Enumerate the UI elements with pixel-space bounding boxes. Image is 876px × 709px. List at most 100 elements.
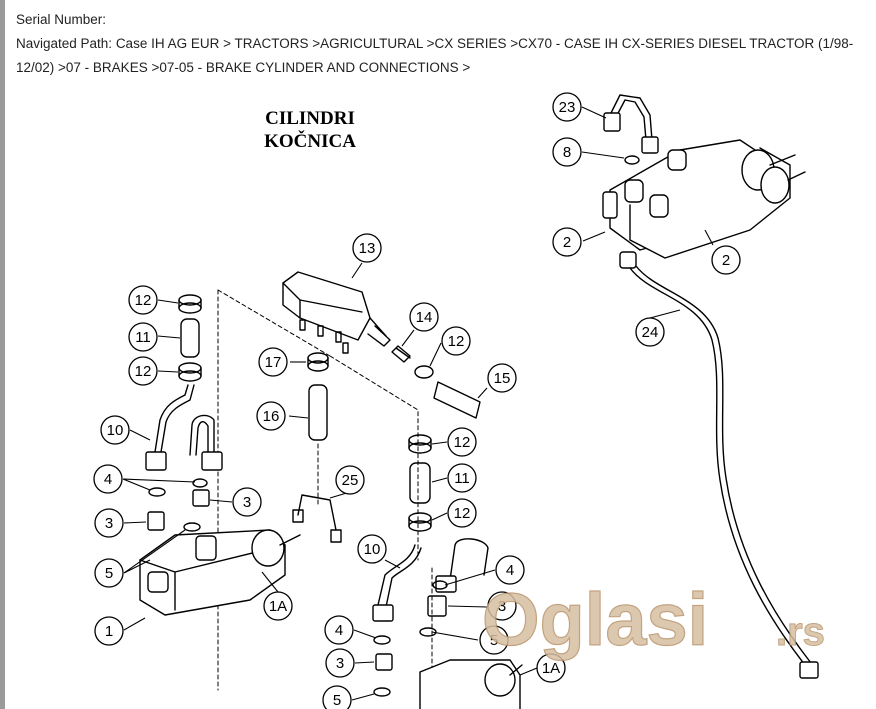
- callout-label: 4: [506, 562, 514, 579]
- callout-label: 12: [135, 292, 152, 309]
- callout-5: 5: [322, 685, 352, 709]
- lower-master-cylinder: [419, 659, 523, 709]
- callout-circle: [263, 591, 293, 621]
- callout-4: 4: [324, 615, 354, 645]
- callout-1: 1: [94, 616, 124, 646]
- callout-25: 25: [335, 465, 365, 495]
- callout-label: 13: [359, 240, 376, 257]
- callout-3: 3: [487, 591, 517, 621]
- callout-label: 11: [135, 329, 151, 346]
- callout-label: 16: [263, 408, 280, 425]
- callout-label: 2: [563, 234, 571, 251]
- callout-3: 3: [94, 508, 124, 538]
- callout-label: 10: [107, 422, 124, 439]
- callout-circle: [552, 137, 582, 167]
- callout-2: 2: [552, 227, 582, 257]
- callout-15: 15: [487, 363, 517, 393]
- callout-16: 16: [256, 401, 286, 431]
- callout-circle: [322, 685, 352, 709]
- callout-label: 23: [559, 99, 576, 116]
- navigated-path-line-2: 12/02) >07 - BRAKES >07-05 - BRAKE CYLIN…: [16, 60, 471, 75]
- callout-label: 5: [105, 565, 113, 582]
- callout-label: 4: [104, 471, 112, 488]
- left-master-cylinder-part-1: [139, 529, 301, 616]
- callout-11: 11: [447, 463, 477, 493]
- top-pipe-part-23: [603, 94, 659, 165]
- callout-3: 3: [232, 487, 262, 517]
- callout-3: 3: [325, 648, 355, 678]
- callout-circle: [352, 233, 382, 263]
- callout-label: 1A: [269, 598, 287, 615]
- callout-12: 12: [128, 356, 158, 386]
- callout-circle: [495, 555, 525, 585]
- lower-right-fittings: [373, 580, 448, 697]
- callout-circle: [128, 322, 158, 352]
- callout-label: 12: [454, 505, 471, 522]
- oglasi-watermark: Oglasi .rs: [481, 577, 825, 661]
- center-hose-stack: [307, 352, 329, 441]
- callout-leaders: [122, 106, 714, 701]
- callout-label: 10: [364, 541, 381, 558]
- callout-circle: [536, 653, 566, 683]
- center-pipe-part-10: [372, 538, 489, 622]
- callout-14: 14: [409, 302, 439, 332]
- callout-label: 12: [448, 333, 465, 350]
- callout-circle: [552, 227, 582, 257]
- callout-label: 3: [105, 515, 113, 532]
- callout-label: 3: [498, 598, 506, 615]
- callout-label: 8: [563, 144, 571, 161]
- callout-5: 5: [479, 625, 509, 655]
- callout-11: 11: [128, 322, 158, 352]
- callout-label: 2: [722, 252, 730, 269]
- callout-label: 3: [336, 655, 344, 672]
- navigated-path-line-1: Navigated Path: Case IH AG EUR > TRACTOR…: [16, 36, 854, 51]
- callout-circle: [479, 625, 509, 655]
- diagram-title-line-2: KOČNICA: [264, 130, 356, 152]
- callout-label: 17: [265, 354, 282, 371]
- callout-17: 17: [258, 347, 288, 377]
- left-hose-stack: [178, 294, 202, 382]
- callout-label: 5: [490, 632, 498, 649]
- callout-12: 12: [441, 326, 471, 356]
- callout-12: 12: [447, 498, 477, 528]
- callout-circle: [447, 463, 477, 493]
- left-border: [0, 0, 5, 709]
- callout-10: 10: [100, 415, 130, 445]
- callout-12: 12: [447, 427, 477, 457]
- callout-circle: [487, 363, 517, 393]
- callout-circle: [409, 302, 439, 332]
- right-hose-stack: [408, 434, 432, 532]
- callout-circle: [447, 427, 477, 457]
- callout-circle: [325, 648, 355, 678]
- callout-label: 15: [494, 370, 511, 387]
- callout-circle: [256, 401, 286, 431]
- callout-label: 25: [342, 472, 359, 489]
- callout-circle: [100, 415, 130, 445]
- callout-label: 1A: [542, 660, 560, 677]
- callout-label: 1: [105, 623, 113, 640]
- reservoir-part-13: [282, 271, 391, 354]
- left-fittings: [147, 478, 210, 563]
- callout-circle: [324, 615, 354, 645]
- callout-circle: [635, 317, 665, 347]
- callout-circle: [94, 558, 124, 588]
- callout-circle: [232, 487, 262, 517]
- callout-circle: [487, 591, 517, 621]
- callout-label: 4: [335, 622, 343, 639]
- fitting-14-12-15: [391, 345, 481, 419]
- pipe-part-25: [292, 494, 342, 543]
- callout-4: 4: [495, 555, 525, 585]
- callout-2: 2: [711, 245, 741, 275]
- callout-10: 10: [357, 534, 387, 564]
- top-right-master-cylinders-part-2: [602, 139, 806, 269]
- callout-label: 11: [454, 470, 470, 487]
- serial-number-label: Serial Number:: [16, 12, 107, 27]
- callout-label: 3: [243, 494, 251, 511]
- callout-label: 12: [135, 363, 152, 380]
- callout-1A: 1A: [263, 591, 293, 621]
- callout-label: 5: [333, 692, 341, 709]
- callout-1A: 1A: [536, 653, 566, 683]
- callout-circle: [128, 285, 158, 315]
